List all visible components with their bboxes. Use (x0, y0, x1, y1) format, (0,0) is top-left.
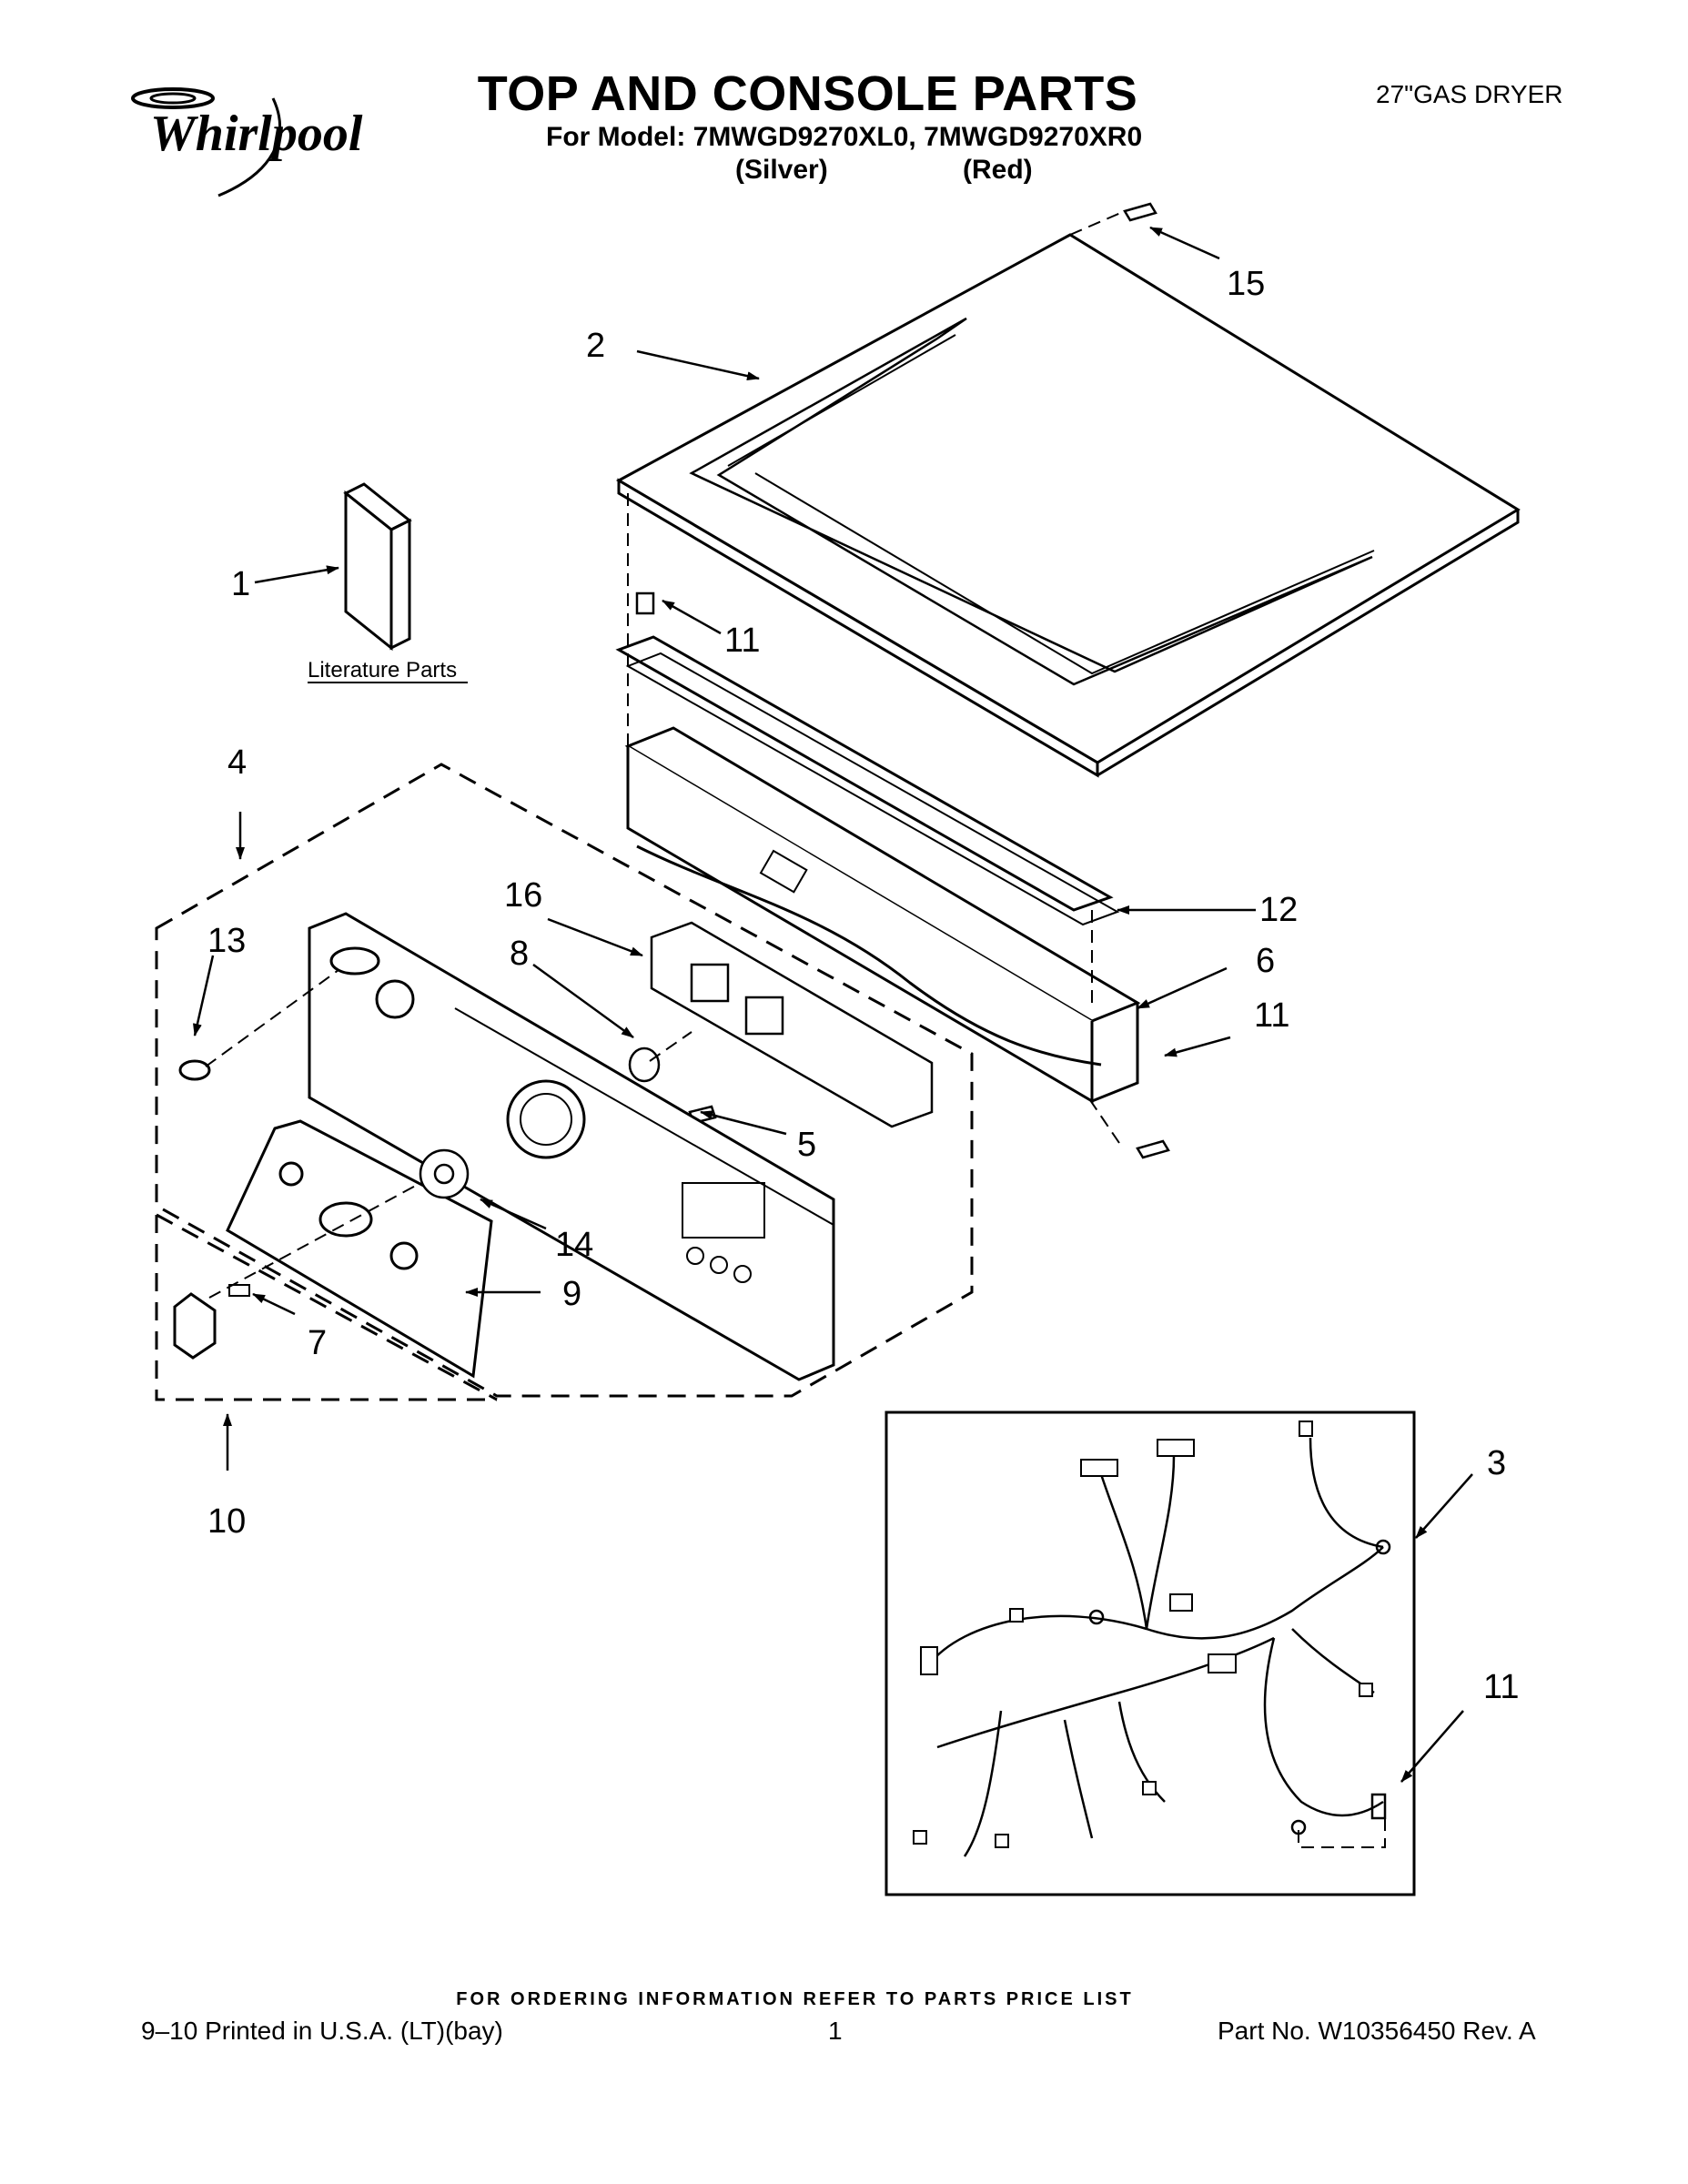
callout-10: 10 (207, 1502, 246, 1541)
callout-7: 7 (308, 1324, 327, 1362)
color-silver: (Silver) (735, 155, 828, 185)
wire-harness (927, 1437, 1391, 1857)
logo-text: Whirlpool (150, 106, 363, 162)
callout-2: 2 (586, 327, 605, 365)
whirlpool-logo: Whirlpool (131, 87, 363, 197)
callout-numbers: 15 2 1 11 4 12 6 11 13 16 8 5 14 9 7 10 … (207, 265, 1519, 1706)
guide-lines (205, 210, 1386, 1848)
spacer (228, 1284, 250, 1297)
callout-6: 6 (1256, 942, 1275, 980)
callout-11c: 11 (1483, 1668, 1519, 1706)
part-number: Part No. W10356450 Rev. A (1218, 2017, 1536, 2045)
callout-9: 9 (562, 1275, 581, 1313)
color-red: (Red) (963, 155, 1033, 185)
page-number: 1 (828, 2017, 843, 2045)
trim-ring (178, 1059, 211, 1081)
product-type: 27"GAS DRYER (1376, 80, 1563, 108)
model-line: For Model: 7MWGD9270XL0, 7MWGD9270XR0 (546, 122, 1143, 152)
callout-12: 12 (1259, 891, 1298, 929)
ordering-note: FOR ORDERING INFORMATION REFER TO PARTS … (456, 1989, 1134, 2009)
callout-11b: 11 (1254, 996, 1289, 1035)
callout-13: 13 (207, 922, 246, 960)
encoder (419, 1148, 470, 1199)
callout-4: 4 (227, 743, 247, 782)
callout-16: 16 (504, 876, 542, 915)
knob-kit-boundary (155, 1213, 498, 1401)
literature-label: Literature Parts (308, 658, 457, 682)
callout-3: 3 (1487, 1444, 1506, 1482)
callout-8: 8 (510, 935, 529, 973)
wire-harness-box (884, 1410, 1416, 1896)
top-panel (615, 233, 1521, 778)
knob-icon (173, 1292, 217, 1360)
leader-arrows (193, 226, 1473, 1783)
printed-info: 9–10 Printed in U.S.A. (LT)(bay) (141, 2017, 503, 2045)
console-panel (308, 912, 835, 1381)
callout-11a: 11 (724, 622, 760, 660)
page-title: TOP AND CONSOLE PARTS (477, 66, 1138, 121)
console-bezel (226, 1119, 493, 1379)
harness-connector (913, 1421, 1373, 1848)
callout-1: 1 (231, 565, 250, 603)
literature-book (343, 482, 412, 652)
callout-14: 14 (555, 1226, 593, 1264)
console-frame (624, 726, 1141, 1104)
callout-5: 5 (797, 1126, 816, 1164)
callout-15: 15 (1227, 265, 1265, 303)
control-board (650, 921, 934, 1128)
lens (628, 1046, 661, 1083)
